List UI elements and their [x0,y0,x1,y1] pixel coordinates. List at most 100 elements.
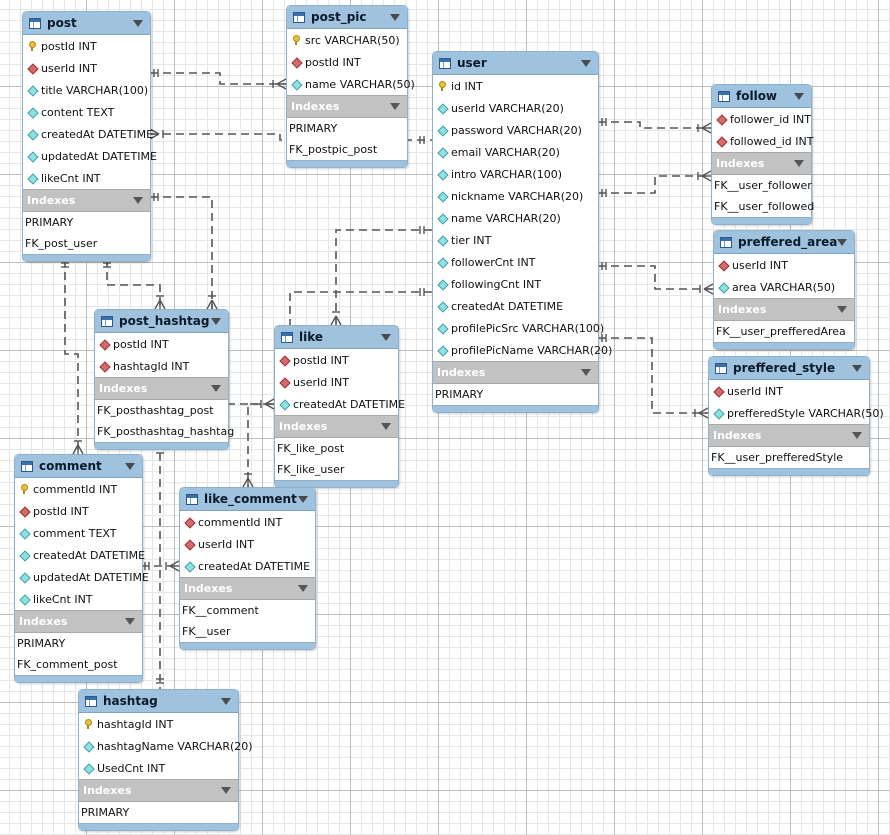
column-row[interactable]: updatedAt DATETIME [23,145,157,167]
entity-header[interactable]: follow [712,85,811,108]
collapse-toggle-icon[interactable] [581,60,591,67]
column-row[interactable]: postId INT [95,333,228,355]
index-row[interactable]: FK_like_post [275,438,398,459]
column-row[interactable]: tier INT [433,229,598,251]
collapse-toggle-icon[interactable] [298,585,308,592]
entity-header[interactable]: like_comment [180,488,315,511]
column-row[interactable]: name VARCHAR(50) [287,73,415,95]
column-row[interactable]: createdAt DATETIME [15,544,145,566]
column-row[interactable]: createdAt DATETIME [433,295,598,317]
collapse-toggle-icon[interactable] [794,160,804,167]
index-row[interactable]: FK_posthashtag_hashtag [95,421,234,442]
index-row[interactable]: FK_comment_post [15,654,142,675]
entity-header[interactable]: post [23,12,150,35]
index-row[interactable]: FK_like_user [275,459,398,480]
collapse-toggle-icon[interactable] [794,93,804,100]
index-row[interactable]: PRIMARY [287,118,407,139]
column-row[interactable]: content TEXT [23,101,150,123]
indexes-header[interactable]: Indexes [15,610,142,633]
indexes-header[interactable]: Indexes [275,415,398,438]
column-row[interactable]: postId INT [275,349,398,371]
column-row[interactable]: follower_id INT [712,108,811,130]
column-row[interactable]: likeCnt INT [23,167,150,189]
collapse-toggle-icon[interactable] [125,618,135,625]
column-row[interactable]: profilePicName VARCHAR(20) [433,339,612,361]
entity-header[interactable]: preffered_area [714,231,854,254]
column-row[interactable]: hashtagName VARCHAR(20) [79,735,253,757]
column-row[interactable]: createdAt DATETIME [275,393,405,415]
column-row[interactable]: intro VARCHAR(100) [433,163,598,185]
column-row[interactable]: commentId INT [15,478,142,500]
column-row[interactable]: followerCnt INT [433,251,598,273]
collapse-toggle-icon[interactable] [837,239,847,246]
index-row[interactable]: FK__user_follower [712,175,812,196]
index-row[interactable]: FK__user_prefferedStyle [709,447,869,468]
collapse-toggle-icon[interactable] [381,423,391,430]
column-row[interactable]: prefferedStyle VARCHAR(50) [709,402,884,424]
indexes-header[interactable]: Indexes [714,298,854,321]
index-row[interactable]: FK__user [180,621,315,642]
column-row[interactable]: email VARCHAR(20) [433,141,598,163]
column-row[interactable]: userId INT [714,254,854,276]
collapse-toggle-icon[interactable] [221,698,231,705]
entity-header[interactable]: like [275,326,398,349]
index-row[interactable]: FK_posthashtag_post [95,400,228,421]
collapse-toggle-icon[interactable] [381,334,391,341]
indexes-header[interactable]: Indexes [95,377,228,400]
column-row[interactable]: UsedCnt INT [79,757,238,779]
collapse-toggle-icon[interactable] [852,432,862,439]
collapse-toggle-icon[interactable] [852,365,862,372]
entity-header[interactable]: post_hashtag [95,310,228,333]
collapse-toggle-icon[interactable] [390,14,400,21]
index-row[interactable]: FK__user_followed [712,196,814,217]
column-row[interactable]: createdAt DATETIME [180,555,315,577]
column-row[interactable]: userId INT [709,380,869,402]
column-row[interactable]: updatedAt DATETIME [15,566,149,588]
column-row[interactable]: password VARCHAR(20) [433,119,598,141]
column-row[interactable]: area VARCHAR(50) [714,276,854,298]
column-row[interactable]: likeCnt INT [15,588,142,610]
column-row[interactable]: followingCnt INT [433,273,598,295]
column-row[interactable]: name VARCHAR(20) [433,207,598,229]
indexes-header[interactable]: Indexes [433,361,598,384]
entity-header[interactable]: preffered_style [709,357,869,380]
index-row[interactable]: FK_post_user [23,233,150,254]
entity-header[interactable]: hashtag [79,690,238,713]
column-row[interactable]: createdAt DATETIME [23,123,153,145]
collapse-toggle-icon[interactable] [133,20,143,27]
collapse-toggle-icon[interactable] [298,496,308,503]
column-row[interactable]: hashtagId INT [79,713,238,735]
index-row[interactable]: FK__comment [180,600,315,621]
column-row[interactable]: userId INT [23,57,150,79]
indexes-header[interactable]: Indexes [712,152,811,175]
entity-header[interactable]: user [433,52,598,75]
indexes-header[interactable]: Indexes [709,424,869,447]
column-row[interactable]: followed_id INT [712,130,813,152]
column-row[interactable]: postId INT [15,500,142,522]
index-row[interactable]: PRIMARY [23,212,150,233]
collapse-toggle-icon[interactable] [221,787,231,794]
entity-header[interactable]: post_pic [287,6,407,29]
column-row[interactable]: hashtagId INT [95,355,228,377]
column-row[interactable]: comment TEXT [15,522,142,544]
collapse-toggle-icon[interactable] [133,197,143,204]
column-row[interactable]: userId INT [180,533,315,555]
indexes-header[interactable]: Indexes [23,189,150,212]
index-row[interactable]: PRIMARY [79,802,238,823]
indexes-header[interactable]: Indexes [287,95,407,118]
indexes-header[interactable]: Indexes [180,577,315,600]
column-row[interactable]: commentId INT [180,511,315,533]
column-row[interactable]: id INT [433,75,598,97]
column-row[interactable]: profilePicSrc VARCHAR(100) [433,317,604,339]
indexes-header[interactable]: Indexes [79,779,238,802]
collapse-toggle-icon[interactable] [581,369,591,376]
column-row[interactable]: src VARCHAR(50) [287,29,407,51]
